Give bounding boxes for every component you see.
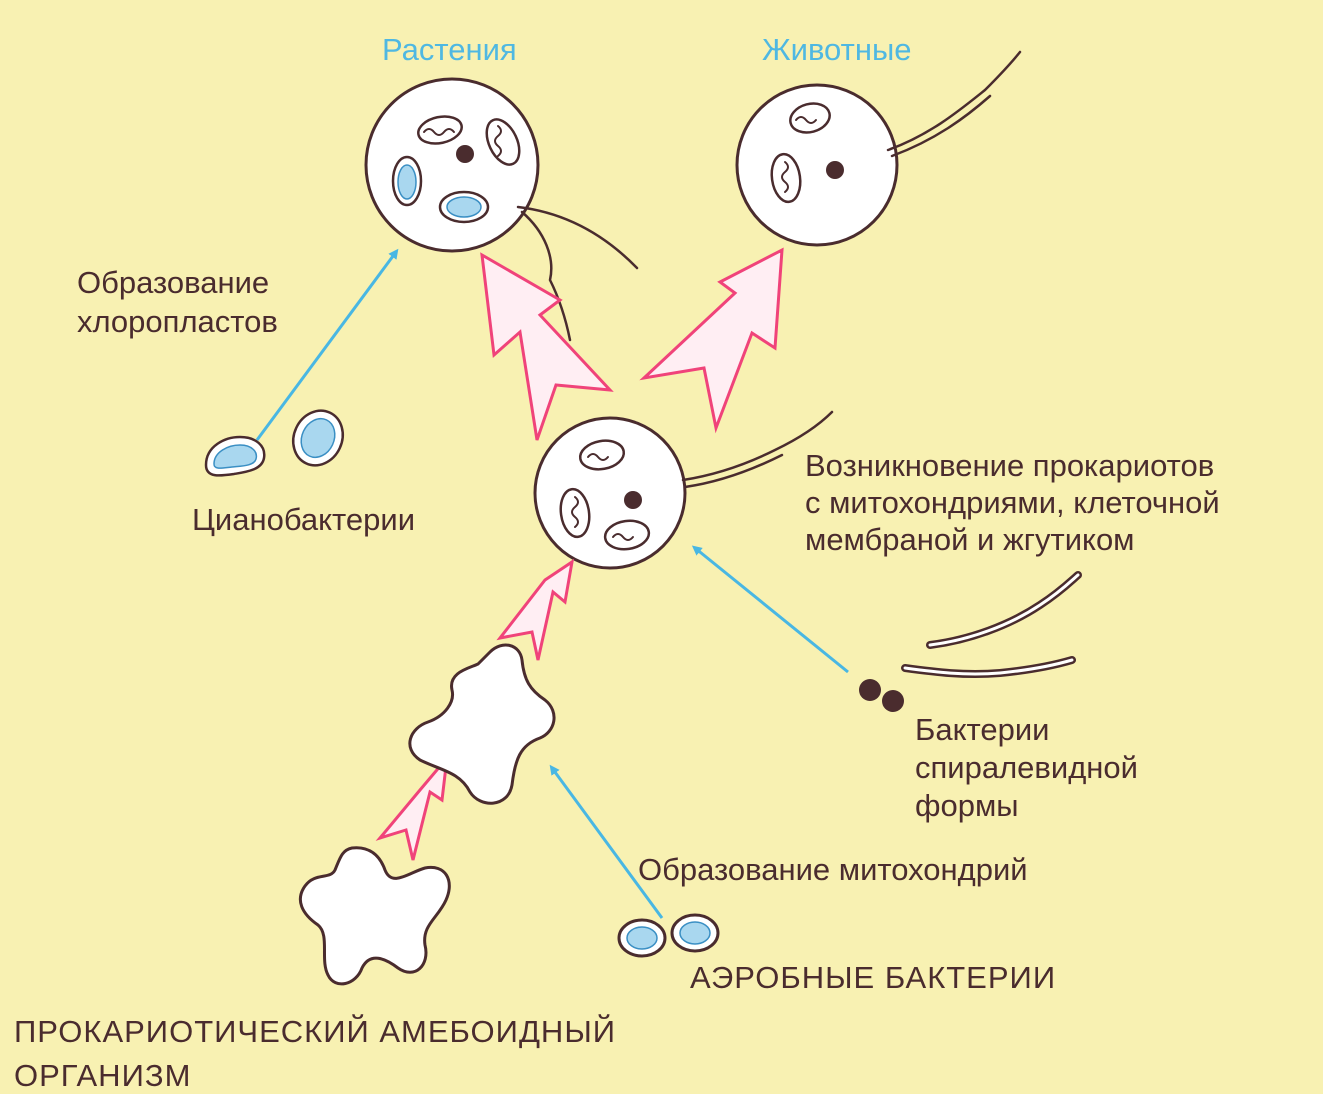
amoeboid-with-mitochondria [408,643,556,805]
prokaryote-label: ПРОКАРИОТИЧЕСКИЙ АМЕБОИДНЫЙ [14,1013,616,1049]
spiral-bacteria-label: спиралевидной [915,750,1138,785]
chloroplast-formation-label: хлоропластов [77,304,278,339]
mitochondrion [578,439,626,471]
prokaryote-label: ОРГАНИЗМ [14,1058,191,1093]
nucleus [826,161,844,179]
spiral-bacteria-body [882,690,904,712]
flagellated-cell [533,410,834,570]
mitochondrion [485,118,521,166]
chloroplast-formation-arrow [255,248,399,441]
chloroplast [391,155,423,207]
evolution-arrow-amoeba-to-cell [496,558,575,661]
spiral-bacteria-label: формы [915,788,1019,823]
aerobic-bacterium [670,913,720,953]
eukaryote-origin-label: мембраной и жгутиком [805,522,1135,557]
spiral-bacteria-label: Бактерии [915,712,1049,747]
cyanobacterium [204,435,266,477]
animal-cell [735,50,1022,247]
eukaryote-origin-label: с митохондриями, клеточной [805,485,1220,520]
chloroplast [438,190,490,224]
aerobic-bacterium [617,918,667,958]
cyanobacteria-label: Цианобактерии [192,502,415,537]
eukaryote-origin-label: Возникновение прокариотов [805,448,1214,483]
nucleus [456,145,474,163]
cyanobacterium [291,409,345,467]
nucleus [624,491,642,509]
mitochondrion [789,102,831,134]
mitochondria-formation-label: Образование митохондрий [638,852,1028,887]
chloroplast-formation-label: Образование [77,265,269,300]
spiral-bacterium [901,656,1076,679]
mitochondria-formation-arrow [549,764,664,919]
spiral-bacteria-body [859,679,881,701]
prokaryotic-amoeboid [299,846,451,986]
evolution-arrow-to-animals [639,247,784,434]
mitochondrion [770,152,802,204]
plant-cell [364,77,639,342]
mitochondrion [417,115,463,145]
evolution-arrow-prokaryote-to-amoeba [375,753,450,861]
animals-title: Животные [762,32,911,67]
spiral-bacteria-arrow [691,545,849,674]
evolution-arrow-to-plants [480,252,614,441]
mitochondrion [559,487,591,539]
plants-title: Растения [382,32,517,67]
spiral-bacterium [926,571,1082,649]
aerobic-bacteria-label: АЭРОБНЫЕ БАКТЕРИИ [690,960,1056,995]
mitochondrion [603,519,651,551]
